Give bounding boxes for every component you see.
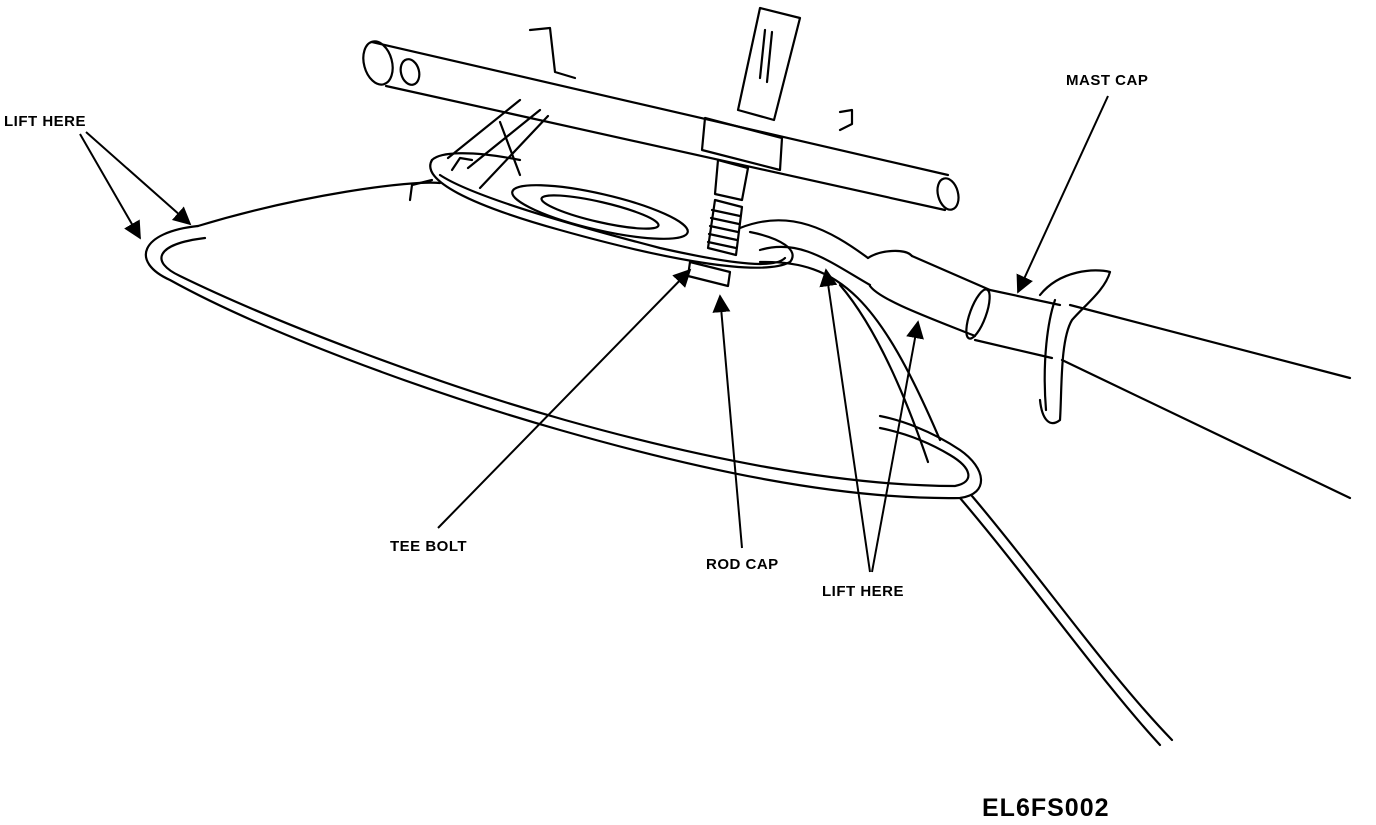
crossbar-tube [362, 26, 960, 212]
leader-lift-left-2 [85, 131, 192, 226]
mast-arm [738, 219, 1352, 500]
vertical-rod [686, 6, 802, 288]
leader-mast-cap [1016, 95, 1109, 294]
mast-cap-label: MAST CAP [1066, 72, 1149, 89]
leader-lift-right-2 [871, 320, 924, 573]
support-struts [446, 98, 550, 190]
lift-here-left-label: LIFT HERE [4, 113, 86, 130]
tee-bolt-label: TEE BOLT [390, 538, 468, 555]
dish-hub [408, 152, 794, 269]
rod-cap-label: ROD CAP [706, 556, 779, 573]
leader-lift-right-1 [819, 268, 871, 573]
leader-lift-left-1 [79, 133, 141, 240]
figure-id: EL6FS002 [982, 794, 1110, 822]
feed-cables [838, 283, 1174, 747]
leader-tee-bolt [437, 268, 692, 529]
leader-lines [79, 95, 1109, 573]
leader-rod-cap [712, 294, 743, 549]
lift-here-right-label: LIFT HERE [822, 583, 904, 600]
